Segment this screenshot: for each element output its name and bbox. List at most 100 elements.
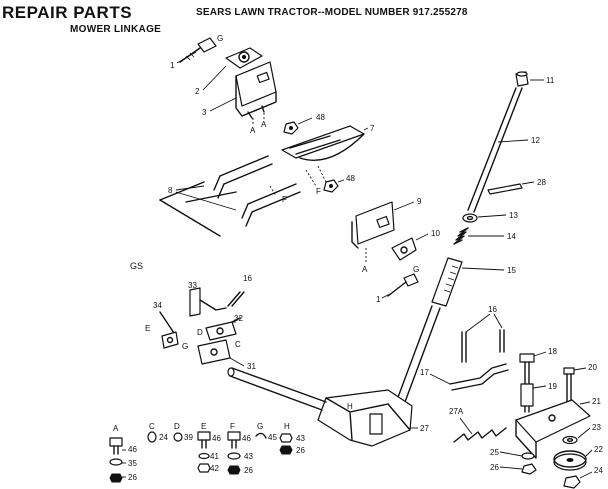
hardware-a-label: A [113, 424, 119, 433]
letter-a-top-2: A [261, 120, 267, 129]
part-23-washer [562, 427, 591, 445]
part-28-pin [487, 181, 535, 195]
part-20-bolt [563, 367, 587, 405]
callout-28: 28 [537, 178, 546, 187]
hardware-e-part-3: 42 [210, 464, 219, 473]
page-subtitle: MOWER LINKAGE [70, 24, 162, 35]
callout-25: 25 [490, 448, 499, 457]
part-7-hanger [281, 125, 369, 161]
callout-8: 8 [168, 186, 173, 195]
hardware-h-part-2: 26 [296, 446, 305, 455]
callout-27a: 27A [449, 407, 464, 416]
part-32-pivot [205, 317, 241, 341]
part-17-rod [429, 363, 509, 391]
callout-22: 22 [594, 445, 603, 454]
part-27a-spring [453, 417, 507, 443]
callout-14: 14 [507, 232, 516, 241]
letter-f-2: F [316, 187, 321, 196]
part-48-nut-upper [283, 117, 313, 135]
callout-11: 11 [546, 76, 555, 85]
part-16-pins-lower [461, 313, 505, 363]
callout-1-lower: 1 [376, 295, 381, 304]
hardware-c-label: C [149, 422, 155, 431]
callout-16-upper: 16 [243, 274, 252, 283]
part-2-pivot [202, 47, 263, 91]
part-9-bracket [351, 201, 415, 249]
callout-31: 31 [247, 362, 256, 371]
letter-f-1: F [282, 195, 287, 204]
hardware-f-part-2: 43 [244, 452, 253, 461]
callout-9: 9 [417, 197, 422, 206]
page-title: REPAIR PARTS [2, 3, 133, 22]
part-33-clevis [189, 287, 227, 317]
letter-a-9: A [362, 265, 368, 274]
part-14-spring [453, 227, 504, 245]
letter-g-31: G [182, 342, 188, 351]
section-label-gs: GS [130, 261, 143, 271]
hardware-group-d: D 39 [173, 422, 193, 442]
callout-13: 13 [509, 211, 518, 220]
letter-c-32: C [235, 340, 241, 349]
letter-d-32: D [197, 328, 203, 337]
callout-26-right: 26 [490, 463, 499, 472]
part-11-knob [515, 71, 544, 87]
hardware-group-c: C 24 [147, 422, 168, 443]
callout-16-lower: 16 [488, 305, 497, 314]
connector-f [269, 165, 327, 197]
hardware-a-part-1: 46 [128, 445, 137, 454]
part-16-pin-upper [227, 291, 245, 307]
callout-34: 34 [153, 301, 162, 310]
part-31-bracket [197, 339, 245, 367]
part-21-bracket [515, 399, 591, 459]
letter-g-top: G [217, 34, 223, 43]
hardware-h-part-1: 43 [296, 434, 305, 443]
hardware-f-part-1: 46 [242, 434, 251, 443]
letter-g-10: G [413, 265, 419, 274]
hardware-e-part-1: 46 [212, 434, 221, 443]
hardware-g-label: G [257, 422, 263, 431]
callout-17: 17 [420, 368, 429, 377]
hardware-g-part-1: 45 [268, 433, 277, 442]
hardware-group-f: F 46 43 26 [227, 422, 253, 475]
cross-shaft [227, 367, 327, 411]
callout-1: 1 [170, 61, 175, 70]
hardware-a-part-3: 26 [128, 473, 137, 482]
part-24-nut [563, 471, 593, 489]
part-12-rod [467, 87, 529, 213]
part-1-bolt [176, 37, 217, 64]
hardware-h-label: H [284, 422, 290, 431]
hardware-f-part-3: 26 [244, 466, 253, 475]
letter-e-34: E [145, 324, 150, 333]
callout-12: 12 [531, 136, 540, 145]
connector-a-top [252, 113, 265, 126]
letter-a-top-1: A [250, 126, 256, 135]
letter-h-27: H [347, 402, 353, 411]
callout-15: 15 [507, 266, 516, 275]
part-3-bracket [209, 61, 277, 119]
callout-3: 3 [202, 108, 207, 117]
model-number-heading: SEARS LAWN TRACTOR--MODEL NUMBER 917.255… [196, 7, 468, 18]
callout-19: 19 [548, 382, 557, 391]
callout-32: 32 [234, 314, 243, 323]
hardware-e-label: E [201, 422, 206, 431]
part-26-nut [499, 463, 537, 475]
callout-7: 7 [370, 124, 375, 133]
callout-48-upper: 48 [316, 113, 325, 122]
callout-10: 10 [431, 229, 440, 238]
hardware-d-label: D [174, 422, 180, 431]
callout-23: 23 [592, 423, 601, 432]
hardware-c-part-1: 24 [159, 433, 168, 442]
hardware-a-part-2: 35 [128, 459, 137, 468]
part-25-washer [499, 451, 535, 460]
part-48-nut-lower [323, 179, 345, 193]
part-1-bolt-lower [381, 273, 419, 299]
callout-20: 20 [588, 363, 597, 372]
hardware-f-label: F [230, 422, 235, 431]
part-10-lever [391, 233, 429, 261]
part-13-washer [462, 213, 507, 223]
hardware-group-a: A 46 35 26 [109, 424, 137, 483]
hardware-group-e: E 46 41 42 [197, 422, 221, 473]
hardware-group-g: G 45 [255, 422, 277, 442]
callout-18: 18 [548, 347, 557, 356]
